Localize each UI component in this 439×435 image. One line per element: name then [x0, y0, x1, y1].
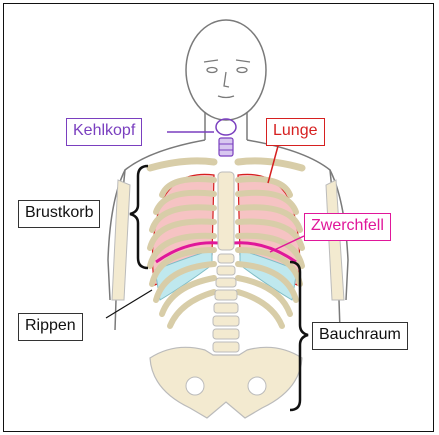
face	[204, 60, 250, 98]
rippen-label: Rippen	[18, 313, 83, 341]
spine	[213, 254, 239, 352]
clavicle-left	[150, 161, 214, 168]
sternum	[218, 172, 234, 250]
pelvis	[150, 347, 302, 418]
kehlkopf-label: Kehlkopf	[66, 118, 142, 146]
bauchraum-label: Bauchraum	[312, 322, 408, 350]
brustkorb-label: Brustkorb	[18, 200, 100, 228]
clavicle-right	[238, 161, 302, 168]
brustkorb-bracket	[130, 166, 148, 268]
larynx	[216, 119, 236, 156]
lunge-label: Lunge	[266, 118, 325, 146]
head	[186, 20, 266, 120]
zwerchfell-label: Zwerchfell	[304, 213, 391, 241]
